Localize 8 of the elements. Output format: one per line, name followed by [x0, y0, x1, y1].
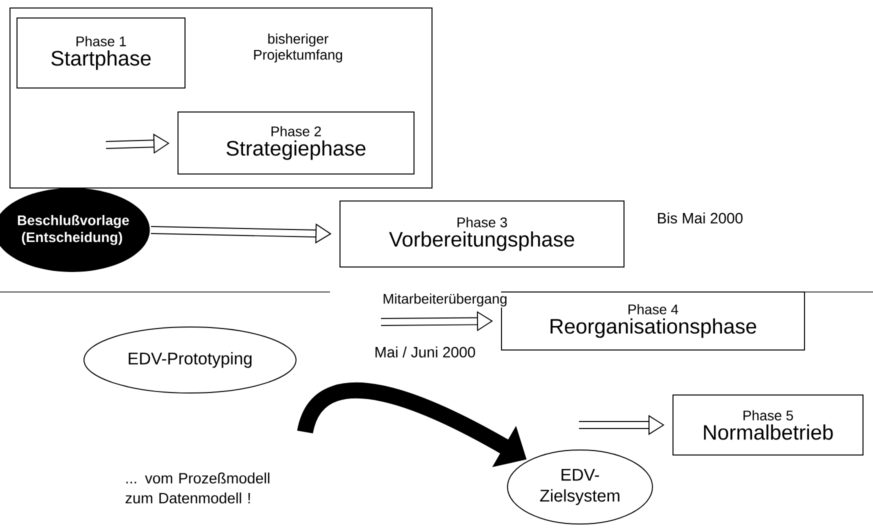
- phase-box: Phase 5 Normalbetrieb: [672, 394, 864, 456]
- phase-box: Phase 1 Startphase: [16, 18, 186, 88]
- phase-box: Phase 3 Vorbereitungsphase: [340, 200, 624, 268]
- edge-label: Mitarbeiterübergang: [382, 292, 508, 308]
- note-text: ... vom Prozeßmodell zum Datenmodell !: [126, 472, 270, 504]
- date-note: Mai / Juni 2000: [376, 346, 476, 358]
- phase-box: Phase 2 Strategiephase: [178, 112, 414, 174]
- date-note: Bis Mai 2000: [658, 212, 743, 224]
